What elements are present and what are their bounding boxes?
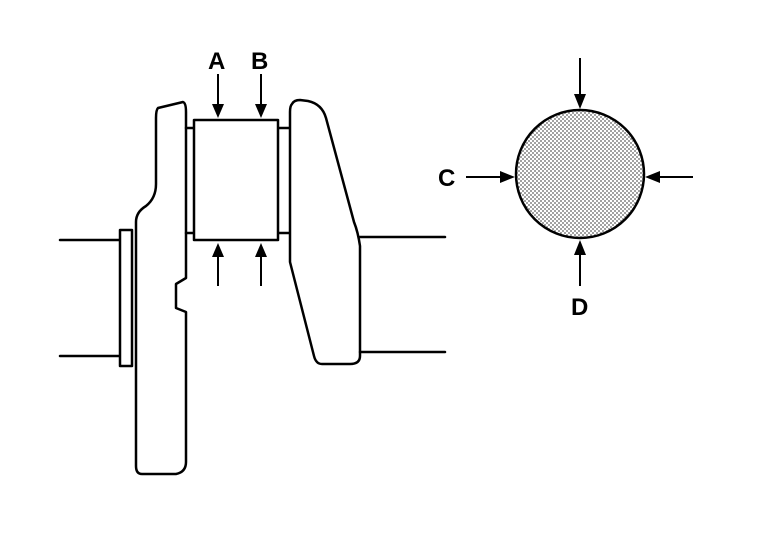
arrow-b-bottom xyxy=(255,243,267,286)
arrow-a-top xyxy=(212,74,224,118)
left-main-journal xyxy=(58,228,134,368)
label-b: B xyxy=(251,48,268,75)
arrow-d-bottom xyxy=(574,240,586,286)
arrow-c-left xyxy=(466,171,515,183)
arrow-b-top xyxy=(255,74,267,118)
journal-cross-section xyxy=(514,108,646,240)
arrow-top-circle xyxy=(574,58,586,109)
right-main-journal xyxy=(358,235,447,354)
label-a: A xyxy=(208,48,225,75)
arrow-a-bottom xyxy=(212,243,224,286)
right-crank-web xyxy=(288,98,362,366)
label-d: D xyxy=(571,294,588,321)
left-crank-web xyxy=(134,100,188,476)
label-c: C xyxy=(438,165,455,192)
crank-pin xyxy=(184,118,292,242)
arrow-right-circle xyxy=(645,171,693,183)
